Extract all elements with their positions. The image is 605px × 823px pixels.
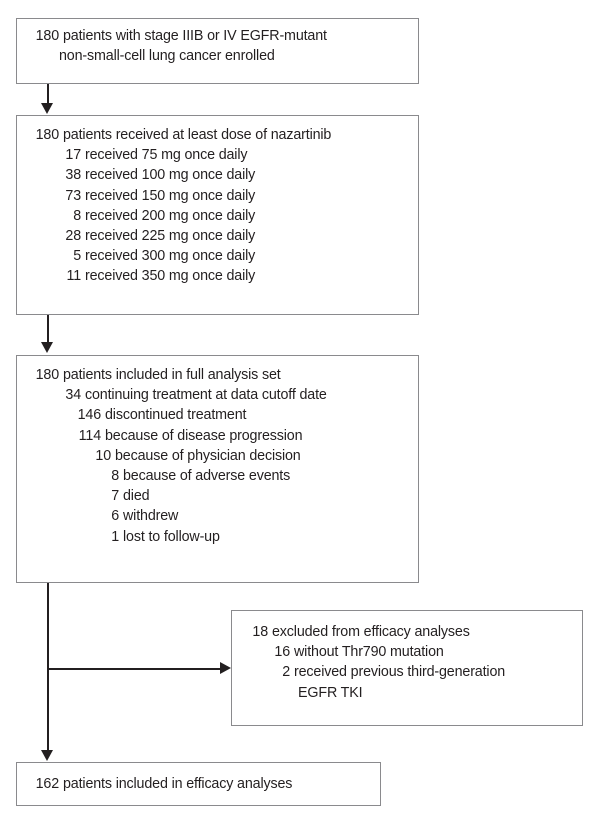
excluded-row-number: 16 xyxy=(274,644,290,661)
enrolled-line-1: 180 patients with stage IIIB or IV EGFR-… xyxy=(29,26,408,46)
analysis-row: 114 because of disease progression xyxy=(29,426,408,446)
connector-treated-to-analysis-line xyxy=(47,315,49,345)
analysis-row: 34 continuing treatment at data cutoff d… xyxy=(29,385,408,405)
analysis-row-number: 6 xyxy=(111,508,119,525)
analysis-row-number: 1 xyxy=(111,528,119,545)
connector-analysis-to-excluded-arrow xyxy=(220,662,231,674)
connector-treated-to-analysis-arrow xyxy=(41,342,53,353)
dose-row-number: 17 xyxy=(65,147,81,164)
analysis-row-text: lost to follow-up xyxy=(123,528,220,545)
analysis-row: 7 died xyxy=(29,486,408,506)
analysis-row-number: 180 xyxy=(35,367,60,383)
analysis-row: 8 because of adverse events xyxy=(29,466,408,486)
analysis-row-text: because of adverse events xyxy=(123,468,291,485)
analysis-row-number: 10 xyxy=(95,447,111,464)
excluded-row-number: 2 xyxy=(282,664,290,681)
excluded-row: 2 received previous third-generation xyxy=(246,662,572,682)
excluded-row-text: received previous third-generation xyxy=(294,664,506,681)
excluded-row: 18 excluded from efficacy analyses xyxy=(246,622,572,642)
dose-row: 5 received 300 mg once daily xyxy=(29,246,408,266)
analysis-row-number: 8 xyxy=(111,468,119,485)
full-analysis-set-box: 180 patients included in full analysis s… xyxy=(16,355,419,583)
analysis-row-text: withdrew xyxy=(123,508,179,525)
dose-row-number: 73 xyxy=(65,187,81,204)
analysis-row-number: 7 xyxy=(111,488,119,505)
enrolled-line-1-text: patients with stage IIIB or IV EGFR-muta… xyxy=(63,28,327,44)
dose-row-text: received 300 mg once daily xyxy=(85,248,256,265)
analysis-row-text: continuing treatment at data cutoff date xyxy=(85,387,327,404)
connector-analysis-to-efficacy-arrow xyxy=(41,750,53,761)
analysis-row: 6 withdrew xyxy=(29,506,408,526)
excluded-row-continuation-text: EGFR TKI xyxy=(298,684,363,701)
dose-row-text: received 100 mg once daily xyxy=(85,167,256,184)
enrolled-box: 180 patients with stage IIIB or IV EGFR-… xyxy=(16,18,419,84)
enrolled-line-1-number: 180 xyxy=(35,28,60,44)
analysis-row-text: because of physician decision xyxy=(115,447,301,464)
dose-row-number: 8 xyxy=(73,207,81,224)
analysis-row-text: died xyxy=(123,488,150,505)
treated-header-line: 180 patients received at least dose of n… xyxy=(29,125,408,145)
analysis-row-text: patients included in full analysis set xyxy=(63,367,281,383)
dose-row-number: 5 xyxy=(73,248,81,265)
analysis-row: 180 patients included in full analysis s… xyxy=(29,365,408,385)
dose-row-number: 28 xyxy=(65,228,81,245)
efficacy-row-text: patients included in efficacy analyses xyxy=(63,776,293,792)
dose-row-text: received 350 mg once daily xyxy=(85,268,256,285)
dose-row: 28 received 225 mg once daily xyxy=(29,226,408,246)
dose-row: 73 received 150 mg once daily xyxy=(29,186,408,206)
excluded-box: 18 excluded from efficacy analyses 16 wi… xyxy=(231,610,583,726)
efficacy-row: 162 patients included in efficacy analys… xyxy=(29,774,370,794)
treated-header-text: patients received at least dose of nazar… xyxy=(63,127,332,143)
dose-row: 11 received 350 mg once daily xyxy=(29,266,408,286)
excluded-row-text: excluded from efficacy analyses xyxy=(272,624,470,640)
excluded-row-text: without Thr790 mutation xyxy=(294,644,444,661)
analysis-row-text: because of disease progression xyxy=(105,427,303,444)
connector-enrolled-to-treated-line xyxy=(47,84,49,106)
analysis-row: 146 discontinued treatment xyxy=(29,405,408,425)
dose-row-number: 38 xyxy=(65,167,81,184)
analysis-row-number: 34 xyxy=(65,387,81,404)
dose-row-number: 11 xyxy=(66,268,81,285)
treated-header-number: 180 xyxy=(35,127,60,143)
dose-row-text: received 225 mg once daily xyxy=(85,228,256,245)
dose-row: 8 received 200 mg once daily xyxy=(29,206,408,226)
treated-box: 180 patients received at least dose of n… xyxy=(16,115,419,315)
connector-enrolled-to-treated-arrow xyxy=(41,103,53,114)
analysis-row: 10 because of physician decision xyxy=(29,446,408,466)
dose-row: 17 received 75 mg once daily xyxy=(29,145,408,165)
dose-row-text: received 150 mg once daily xyxy=(85,187,256,204)
dose-row-text: received 200 mg once daily xyxy=(85,207,256,224)
excluded-row-number: 18 xyxy=(252,624,268,640)
analysis-row: 1 lost to follow-up xyxy=(29,527,408,547)
enrolled-line-2-text: non-small-cell lung cancer enrolled xyxy=(59,48,275,65)
connector-analysis-trunk-line xyxy=(47,583,49,756)
efficacy-analyses-box: 162 patients included in efficacy analys… xyxy=(16,762,381,806)
analysis-row-number: 146 xyxy=(77,407,102,424)
efficacy-row-number: 162 xyxy=(35,776,60,792)
connector-analysis-to-excluded-line xyxy=(47,668,222,670)
analysis-row-number: 114 xyxy=(78,427,101,444)
dose-row: 38 received 100 mg once daily xyxy=(29,165,408,185)
analysis-row-text: discontinued treatment xyxy=(105,407,247,424)
enrolled-line-2: non-small-cell lung cancer enrolled xyxy=(29,46,408,66)
dose-row-text: received 75 mg once daily xyxy=(85,147,248,164)
excluded-row: 16 without Thr790 mutation xyxy=(246,642,572,662)
excluded-row-continuation: EGFR TKI xyxy=(246,683,572,703)
